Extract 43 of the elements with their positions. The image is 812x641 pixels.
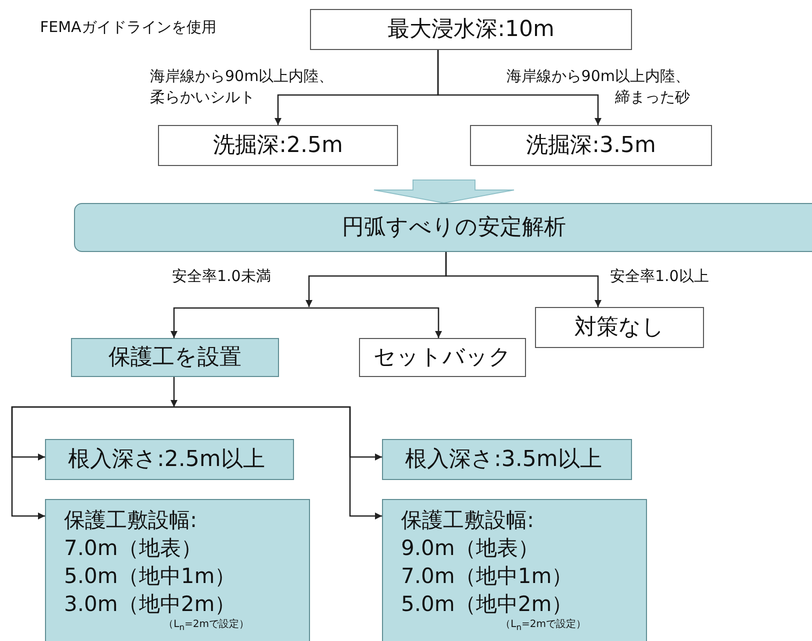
process-box: [45, 439, 294, 480]
box-label: 保護工を設置: [108, 344, 242, 372]
box-heading: 保護工敷設幅:: [64, 507, 198, 534]
footnote: （L$_{n}$=2mで設定）: [500, 618, 586, 634]
box-label: 最大浸水深:10m: [388, 16, 554, 44]
process-box: [382, 439, 632, 480]
edge-label: 安全率1.0未満: [172, 266, 272, 287]
process-box: [359, 338, 526, 377]
connector-arrow: [170, 377, 178, 407]
width-value: 5.0m（地中2m）: [401, 591, 573, 618]
process-box: [45, 499, 310, 641]
edge-label: 安全率1.0以上: [610, 266, 710, 287]
connector-arrow: [11, 406, 174, 520]
box-label: 洗掘深:2.5m: [213, 132, 343, 160]
width-value: 3.0m（地中2m）: [64, 591, 236, 618]
process-box: [382, 499, 647, 641]
process-box: [71, 338, 279, 377]
analysis-band: [74, 203, 812, 252]
process-box: [158, 125, 398, 166]
width-value: 9.0m（地表）: [401, 535, 539, 562]
connector-arrow: [174, 406, 382, 520]
box-label: 根入深さ:2.5m以上: [68, 446, 265, 474]
edge-label: 海岸線から90m以上内陸、締まった砂: [505, 66, 690, 108]
process-box: [470, 125, 712, 166]
box-label: 洗掘深:3.5m: [526, 132, 656, 160]
connector-arrow: [306, 252, 447, 307]
connector-arrow: [170, 307, 309, 338]
box-label: 対策なし: [574, 314, 664, 342]
connector-arrow: [309, 307, 442, 338]
footnote: （L$_{n}$=2mで設定）: [164, 618, 249, 634]
width-value: 7.0m（地中1m）: [401, 563, 573, 590]
width-value: 7.0m（地表）: [64, 535, 202, 562]
note-text: FEMAガイドラインを使用: [40, 17, 216, 38]
box-label: 根入深さ:3.5m以上: [405, 446, 602, 474]
box-label: セットバック: [374, 344, 512, 372]
process-box: [310, 9, 632, 50]
edge-label: 海岸線から90m以上内陸、柔らかいシルト: [150, 66, 335, 108]
width-value: 5.0m（地中1m）: [64, 563, 236, 590]
process-box: [535, 307, 704, 348]
box-label: 円弧すべりの安定解析: [342, 214, 566, 242]
box-heading: 保護工敷設幅:: [401, 507, 534, 534]
connector-arrow: [437, 50, 602, 125]
block-arrow: [374, 180, 514, 204]
